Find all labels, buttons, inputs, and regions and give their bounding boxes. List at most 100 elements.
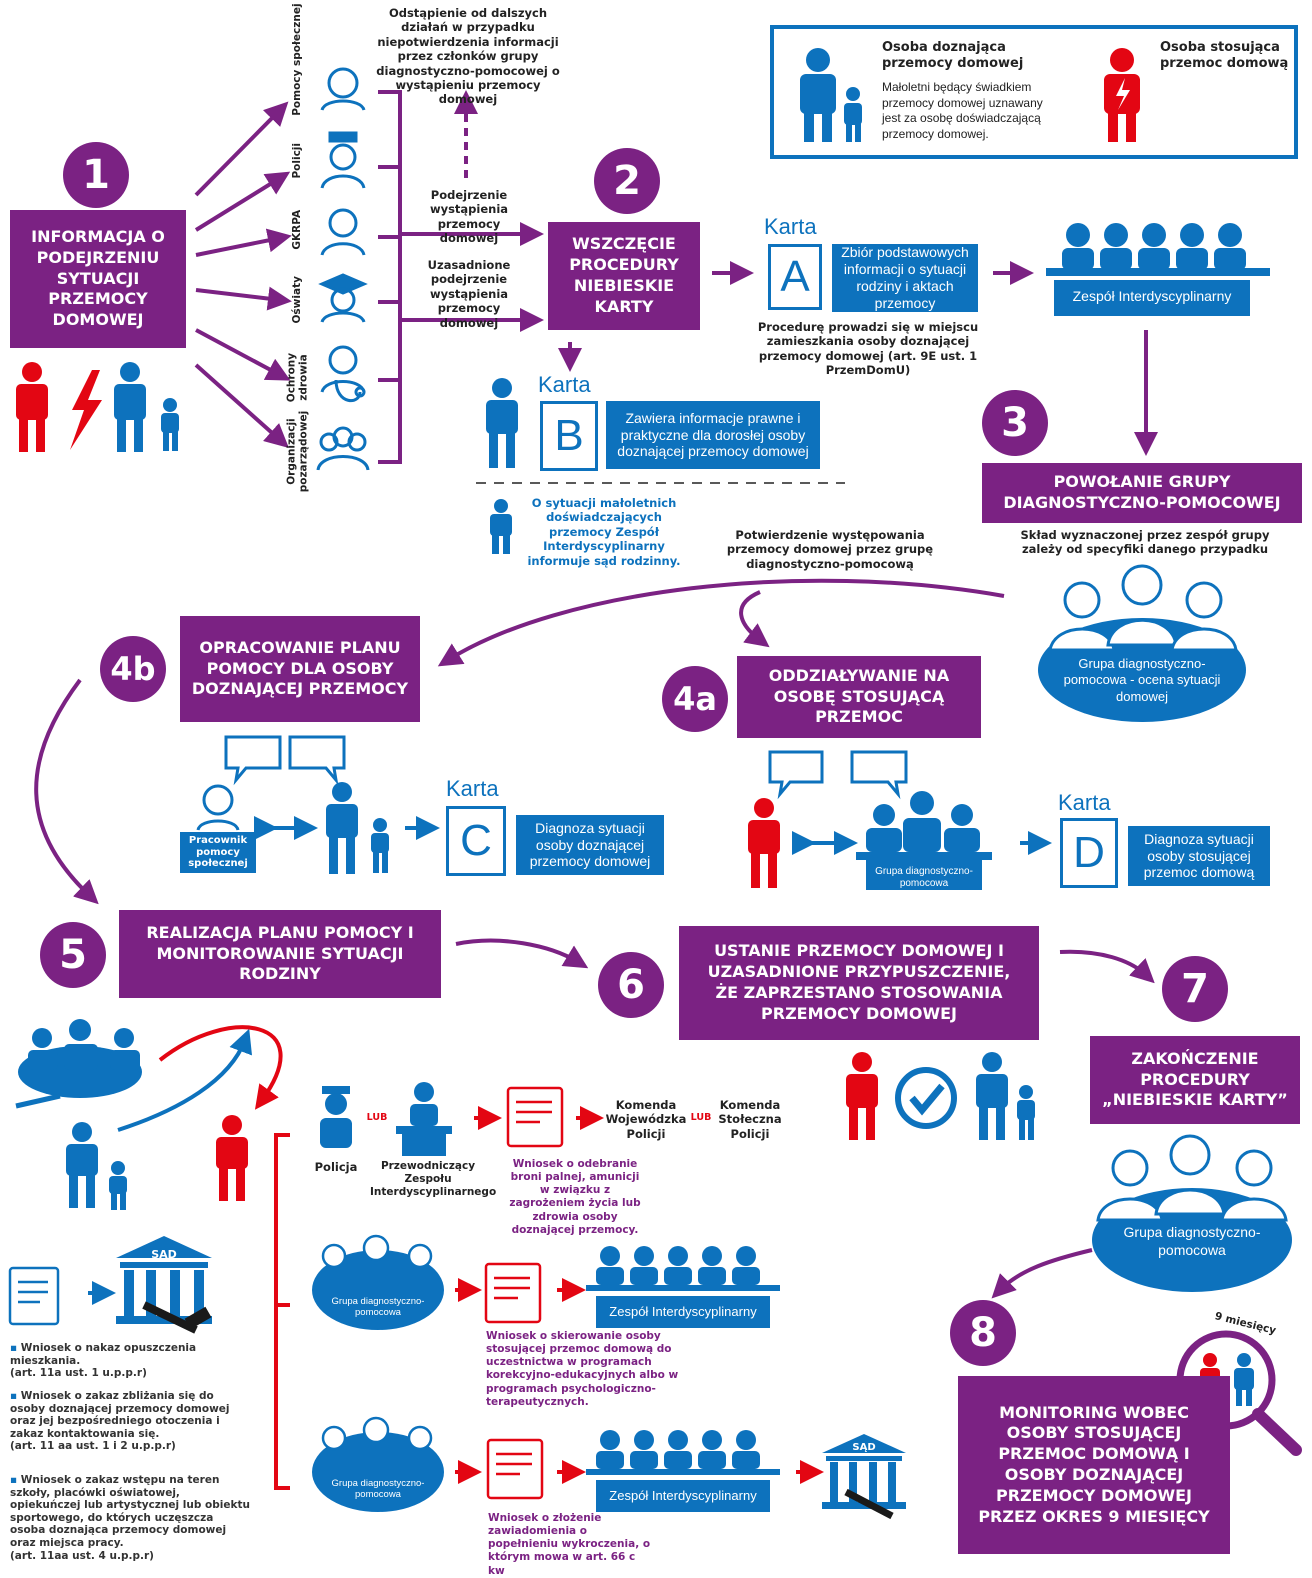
court-request-2-title: Wniosek o zakaz zbliżania się do osoby d…	[10, 1390, 230, 1440]
box-procedure-end: ZAKOŃCZENIE PROCEDURY „NIEBIESKIE KARTY”	[1090, 1036, 1300, 1124]
note-report: Wniosek o złożenie zawiadomienia o popeł…	[488, 1512, 651, 1577]
checkmark-icon	[895, 1067, 957, 1129]
box-help-plan: OPRACOWANIE PLANU POMOCY DLA OSOBY DOZNA…	[180, 616, 420, 722]
bullet-icon: ▪	[10, 1390, 21, 1402]
group-label-7: Grupa diagnostyczno-pomocowa	[1123, 1224, 1261, 1258]
court-icon	[116, 1236, 212, 1334]
social-worker-icon	[196, 784, 240, 831]
chair-icon	[396, 1082, 452, 1156]
legend	[770, 25, 1298, 159]
victim-small-icon	[490, 499, 512, 554]
police-label: Policja	[314, 1160, 358, 1174]
step-3-circle: 3	[982, 390, 1048, 456]
institution-education: Oświaty	[291, 276, 304, 324]
team-label-row2: Zespół Interdyscyplinarny	[609, 1304, 757, 1319]
official-icon	[320, 208, 366, 256]
kwp-label: Komenda Wojewódzka Policji	[605, 1098, 687, 1141]
bullet-icon: ▪	[10, 1342, 21, 1354]
or-label-1: LUB	[366, 1112, 388, 1123]
court-label-2: SĄD	[852, 1442, 876, 1453]
group-label-row2: Grupa diagnostyczno-pomocowa	[331, 1296, 425, 1319]
chair-label: Przewodniczący Zespołu Interdyscyplinarn…	[370, 1160, 497, 1199]
note-minors: O sytuacji małoletnich doświadczających …	[527, 496, 681, 568]
box-monitoring: MONITORING WOBEC OSOBY STOSUJĄCEJ PRZEMO…	[958, 1376, 1230, 1554]
step-7-circle: 7	[1162, 956, 1228, 1022]
court-request-3-title: Wniosek o zakaz wstępu na teren szkoły, …	[10, 1474, 250, 1549]
court-request-2-ref: (art. 11 aa ust. 1 i 2 u.p.p.r)	[10, 1440, 176, 1453]
box-information: INFORMACJA O PODEJRZENIU SYTUACJI PRZEMO…	[10, 210, 186, 348]
box-plan-realization: REALIZACJA PLANU POMOCY I MONITOROWANIE …	[119, 910, 441, 998]
legend-victim-icon	[800, 48, 862, 142]
court-label-1: SĄD	[151, 1248, 177, 1261]
note-confirm: Potwierdzenie występowania przemocy domo…	[726, 528, 934, 571]
card-c-title: Karta	[446, 776, 499, 801]
social-worker-icon	[320, 67, 366, 111]
note-justified: Uzasadnione podejrzenie wystąpienia prze…	[427, 258, 511, 330]
court-request-1-title: Wniosek o nakaz opuszczenia mieszkania.	[10, 1342, 197, 1367]
note-withdraw: Odstąpienie od dalszych działań w przypa…	[376, 6, 560, 107]
step-6-circle: 6	[598, 952, 664, 1018]
step-5-circle: 5	[40, 922, 106, 988]
document-icon	[484, 1086, 564, 1500]
teacher-icon	[318, 273, 368, 323]
card-d-title: Karta	[1058, 790, 1111, 815]
note-weapon: Wniosek o odebranie broni palnej, amunic…	[509, 1158, 641, 1236]
lightning-icon	[70, 370, 102, 450]
institution-social: Pomocy społecznej	[291, 3, 304, 116]
victim-family-icon	[66, 1122, 127, 1210]
card-c-text: Diagnoza sytuacji osoby doznającej przem…	[516, 815, 664, 875]
bullet-icon: ▪	[10, 1474, 21, 1486]
card-b-text: Zawiera informacje prawne i praktyczne d…	[606, 401, 820, 469]
note-composition: Skład wyznaczonej przez zespół grupy zal…	[1020, 528, 1270, 557]
card-c-icon: C	[446, 806, 506, 876]
note-place: Procedurę prowadzi się w miejscu zamiesz…	[757, 320, 979, 378]
speech-bubble-icon	[768, 750, 908, 800]
police-officer-icon	[320, 1086, 352, 1148]
perpetrator-icon	[846, 1052, 878, 1140]
step-4b-circle: 4b	[100, 636, 166, 702]
social-worker-label: Pracownik pomocy społecznej	[180, 832, 256, 873]
card-a-title: Karta	[764, 214, 817, 239]
institution-ngo: Organizacji pozarządowej	[285, 410, 309, 493]
card-d-icon: D	[1060, 818, 1118, 888]
or-label-2: LUB	[690, 1112, 712, 1123]
court-request-3-ref: (art. 11aa ust. 4 u.p.p.r)	[10, 1549, 154, 1562]
institution-gkrpa: GKRPA	[291, 209, 304, 250]
victim-family-icon	[326, 782, 389, 874]
legend-victim-note: Małoletni będący świadkiem przemocy domo…	[882, 80, 1043, 141]
doctor-icon	[320, 345, 366, 403]
note-suspicion: Podejrzenie wystąpienia przemocy domowej	[429, 188, 509, 246]
ngo-group-icon	[316, 426, 370, 471]
box-violence-cessation: USTANIE PRZEMOCY DOMOWEJ I UZASADNIONE P…	[679, 926, 1039, 1040]
legend-perpetrator-icon	[1104, 48, 1140, 142]
police-officer-icon	[320, 131, 366, 189]
group-eval-icon	[1038, 564, 1246, 722]
victim-icon	[486, 378, 518, 468]
victim-family-icon	[976, 1052, 1035, 1140]
court-request-2: ▪ Wniosek o zakaz zbliżania się do osoby…	[10, 1390, 250, 1453]
document-icon	[8, 1266, 60, 1326]
victim-family-icon	[114, 362, 179, 452]
group-label-row3: Grupa diagnostyczno-pomocowa	[331, 1478, 425, 1501]
fan-arrows	[194, 101, 292, 448]
box-perpetrator-impact: ODDZIAŁYWANIE NA OSOBĘ STOSUJĄCĄ PRZEMOC	[737, 656, 981, 738]
group-icon	[312, 1234, 444, 1512]
team-label-top: Zespół Interdyscyplinarny	[1072, 288, 1232, 304]
speech-bubble-icon	[224, 735, 346, 786]
search-team-icon	[15, 1019, 142, 1109]
card-d-text: Diagnoza sytuacji osoby stosującej przem…	[1128, 826, 1270, 886]
team-label-row3: Zespół Interdyscyplinarny	[609, 1488, 757, 1503]
note-program: Wniosek o skierowanie osoby stosującej p…	[486, 1330, 679, 1408]
court-request-1: ▪ Wniosek o nakaz opuszczenia mieszkania…	[10, 1342, 250, 1380]
court-icon	[822, 1434, 906, 1520]
step-2-circle: 2	[594, 148, 660, 214]
perpetrator-icon	[16, 362, 48, 452]
interdisciplinary-team-icon	[1046, 223, 1270, 316]
interdisciplinary-team-icon	[586, 1246, 780, 1512]
group-label-4a: Grupa diagnostyczno-pomocowa	[875, 866, 973, 889]
court-request-3: ▪ Wniosek o zakaz wstępu na teren szkoły…	[10, 1474, 250, 1562]
step-1-circle: 1	[63, 142, 129, 208]
court-request-1-ref: (art. 11a ust. 1 u.p.p.r)	[10, 1367, 147, 1380]
step-8-circle: 8	[950, 1300, 1016, 1366]
